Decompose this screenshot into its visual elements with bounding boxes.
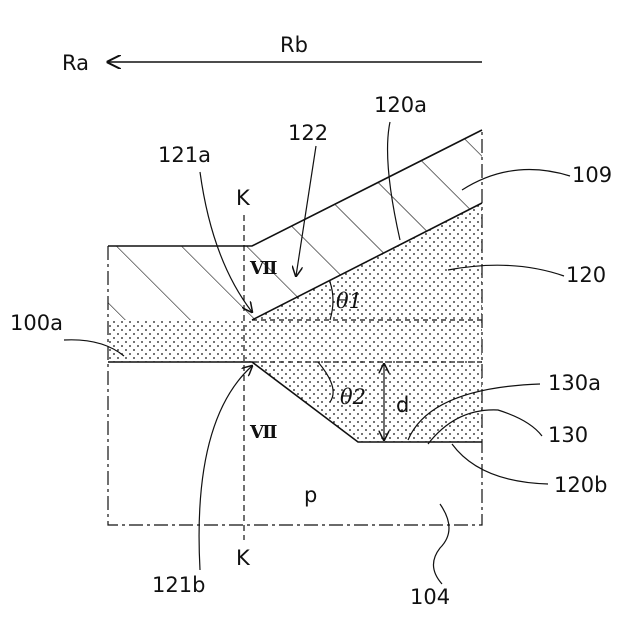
direction-label-rb: Rb <box>280 33 308 57</box>
label-121b: 121b <box>152 573 205 597</box>
label-vii-top: Ⅶ <box>249 258 277 279</box>
label-theta2: θ2 <box>340 385 366 409</box>
label-109: 109 <box>572 163 612 187</box>
label-theta1: θ1 <box>336 289 362 313</box>
label-121a: 121a <box>158 143 211 167</box>
label-130a: 130a <box>548 371 601 395</box>
direction-label-ra: Ra <box>62 51 89 75</box>
label-k-bottom: K <box>236 546 251 570</box>
label-d: d <box>396 393 409 417</box>
label-120a: 120a <box>374 93 427 117</box>
label-120: 120 <box>566 263 606 287</box>
label-122: 122 <box>288 121 328 145</box>
label-120b: 120b <box>554 473 607 497</box>
label-k-top: K <box>236 186 251 210</box>
label-104: 104 <box>410 585 450 609</box>
label-100a: 100a <box>10 311 63 335</box>
label-vii-bottom: Ⅶ <box>249 422 277 443</box>
label-130: 130 <box>548 423 588 447</box>
label-p: p <box>304 483 317 507</box>
